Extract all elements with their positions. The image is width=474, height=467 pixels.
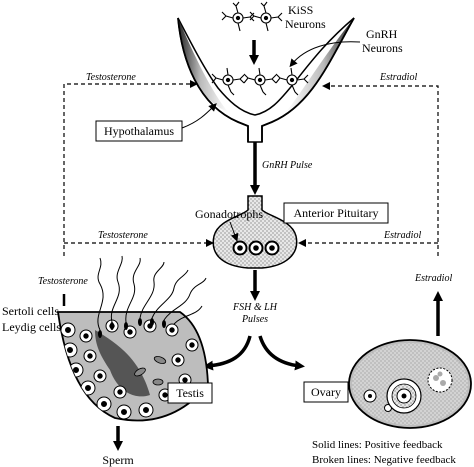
estradiol-to-hypothalamus-head [322, 82, 330, 90]
ovary-box: Ovary [303, 381, 349, 403]
testosterone-feedback-outer [63, 83, 190, 256]
pituitary-shape [212, 195, 298, 269]
gnrh-neurons [211, 67, 309, 96]
hypothalamus-box: Hypothalamus [95, 120, 183, 142]
sperm-heads [98, 318, 166, 338]
gnrh-pulse-label: GnRH Pulse [262, 160, 313, 171]
fsh-lh-label-1: FSH & LH [232, 302, 278, 313]
gonadotrophs-pointer [229, 221, 239, 242]
hypothalamus-shape [177, 17, 355, 143]
sperm-label: Sperm [102, 453, 134, 467]
ovary-label: Ovary [311, 385, 341, 399]
hypothalamus-pointer [181, 103, 217, 129]
testosterone-to-pituitary-head [206, 239, 214, 247]
estradiol-top-label: Estradiol [379, 72, 417, 83]
pituitary-to-ovary-arrow [258, 335, 305, 371]
testis-box: Testis [167, 382, 213, 404]
testosterone-mid-label: Testosterone [98, 230, 148, 241]
gnrh-neurons-label-1: GnRH [366, 27, 398, 41]
anterior-pituitary-label: Anterior Pituitary [294, 206, 379, 220]
sertoli-cells-label: Sertoli cells [2, 304, 59, 318]
testis-label: Testis [176, 386, 204, 400]
estradiol-side-label: Estradiol [414, 273, 452, 284]
leydig-cells-label: Leydig cells [2, 320, 61, 334]
estradiol-feedback-outer [330, 85, 439, 256]
kiss-neurons-label-2: Neurons [285, 17, 326, 31]
anterior-pituitary-box: Anterior Pituitary [283, 202, 389, 224]
testosterone-to-hypothalamus-head [190, 80, 198, 88]
kiss-neurons [221, 1, 283, 32]
gnrh-label-pointer [289, 41, 361, 68]
hypothalamus-label: Hypothalamus [104, 124, 174, 138]
legend-broken: Broken lines: Negative feedback [312, 454, 456, 466]
gonadotrophs-label: Gonadotrophs [195, 207, 263, 221]
kiss-neurons-label-1: KiSS [288, 3, 313, 17]
testis-tissue [56, 311, 209, 422]
testosterone-top-label: Testosterone [86, 72, 136, 83]
testosterone-side-label: Testosterone [38, 276, 88, 287]
estradiol-mid-label: Estradiol [383, 230, 421, 241]
estradiol-to-pituitary-head [298, 239, 306, 247]
pituitary-to-testis-arrow [203, 335, 252, 371]
fsh-lh-label-2: Pulses [241, 314, 268, 325]
legend-solid: Solid lines: Positive feedback [312, 439, 443, 451]
sperm-tails [97, 255, 207, 331]
ovary-tissue [348, 339, 472, 429]
gnrh-neurons-label-2: Neurons [362, 41, 403, 55]
